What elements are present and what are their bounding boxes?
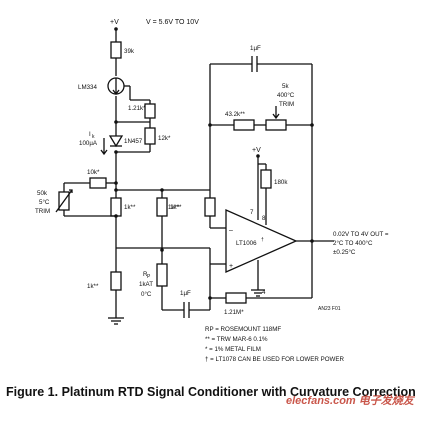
trimpot-5k-value: 5k	[282, 83, 289, 90]
resistor-39k-label: 39k	[124, 48, 135, 55]
node-output	[310, 239, 314, 243]
rp-value: 1kAT	[139, 281, 153, 288]
resistor-10k	[89, 177, 107, 189]
trimpot-50k-value: 50k	[37, 190, 48, 197]
supply-range-label: V = 5.6V TO 10V	[146, 19, 199, 26]
resistor-1k-a-label: 1k**	[124, 204, 136, 211]
pin-8-label: 8	[262, 215, 266, 222]
node-1k-a	[114, 214, 118, 218]
lm334-label: LM334	[78, 84, 97, 91]
resistor-43-2k	[233, 119, 255, 131]
resistor-180k-label: 180k	[274, 179, 288, 186]
diode-label: 1N457	[124, 138, 143, 145]
resistor-180k	[260, 169, 272, 189]
diode-1n457	[108, 135, 124, 148]
resistor-12k-label: 12k*	[158, 135, 171, 142]
supply-plus-v-label: +V	[110, 19, 119, 26]
resistor-12k	[144, 127, 156, 145]
pin-4-label: 4	[262, 289, 266, 296]
resistor-1k-a	[110, 197, 122, 217]
node-opamp-supply	[256, 154, 260, 158]
ik-value: 100µA	[79, 140, 98, 147]
trimpot-5k-wiper	[272, 106, 280, 120]
cap-bottom-label: 1µF	[180, 290, 191, 297]
resistor-10k-label: 10k*	[87, 169, 100, 176]
resistor-1-21m-label: 1.21M*	[224, 309, 244, 316]
note-rp: RP = ROSEMOUNT 118MF	[205, 326, 281, 333]
resistor-1-21k-label: 1.21k*	[128, 105, 146, 112]
figure-caption: Figure 1. Platinum RTD Signal Conditione…	[6, 385, 416, 399]
trimpot-50k-arrow	[55, 189, 73, 213]
resistor-1k-b-label: 1k**	[170, 204, 182, 211]
trimpot-5k-temp: 400°C	[277, 92, 295, 99]
resistor-1k-d	[204, 197, 216, 217]
note-double-star: ** = TRW MAR-6 0.1%	[205, 336, 268, 343]
rp-subscript: P	[147, 274, 151, 280]
resistor-39k	[110, 41, 122, 59]
opamp-supply-label: +V	[252, 147, 261, 154]
note-single-star: * = 1% METAL FILM	[205, 346, 261, 353]
trimpot-50k-label: TRIM	[35, 208, 50, 215]
opamp-plus-label: +	[229, 263, 233, 270]
output-line-2: 2°C TO 400°C	[333, 240, 373, 247]
lm334-current-source	[107, 77, 131, 100]
watermark-text: elecfans.com 电子发烧友	[286, 395, 414, 407]
output-line-1: 0.02V TO 4V OUT =	[333, 231, 389, 238]
rp-symbol: R	[143, 271, 148, 278]
opamp-mark: †	[261, 237, 264, 243]
rtd-rp	[156, 263, 168, 287]
node-diode-bottom	[114, 150, 118, 154]
output-line-3: ±0.25°C	[333, 249, 356, 256]
rp-temp: 0°C	[141, 291, 152, 298]
ik-arrow	[100, 138, 108, 156]
trimpot-5k	[265, 119, 287, 131]
opamp-lt1006	[225, 209, 298, 273]
node-5k-right	[310, 123, 314, 127]
opamp-label: LT1006	[236, 240, 257, 247]
pin-7-label: 7	[250, 209, 254, 216]
resistor-1k-b	[156, 197, 168, 217]
trimpot-5k-label: TRIM	[279, 101, 294, 108]
resistor-1-21k	[144, 103, 156, 119]
ik-subscript: k	[92, 134, 95, 140]
cap-top-label: 1µF	[250, 45, 261, 52]
ground-symbol-opamp	[251, 289, 265, 297]
node-diode-top	[114, 120, 118, 124]
node-10k	[114, 181, 118, 185]
resistor-43-2k-label: 43.2k**	[225, 111, 246, 118]
resistor-1k-d-label: 1k**	[168, 204, 180, 211]
trimpot-50k-temp: 5°C	[39, 199, 50, 206]
resistor-1k-c	[110, 271, 122, 291]
note-dagger: † = LT1078 CAN BE USED FOR LOWER POWER	[205, 356, 344, 363]
resistor-1k-c-label: 1k**	[87, 283, 99, 290]
figure-code: AN23 F01	[318, 306, 341, 312]
ground-symbol-left	[108, 317, 124, 325]
resistor-1-21m	[225, 292, 247, 304]
supply-node	[114, 27, 118, 31]
ik-symbol: I	[89, 131, 91, 138]
opamp-minus-label: –	[229, 227, 233, 234]
